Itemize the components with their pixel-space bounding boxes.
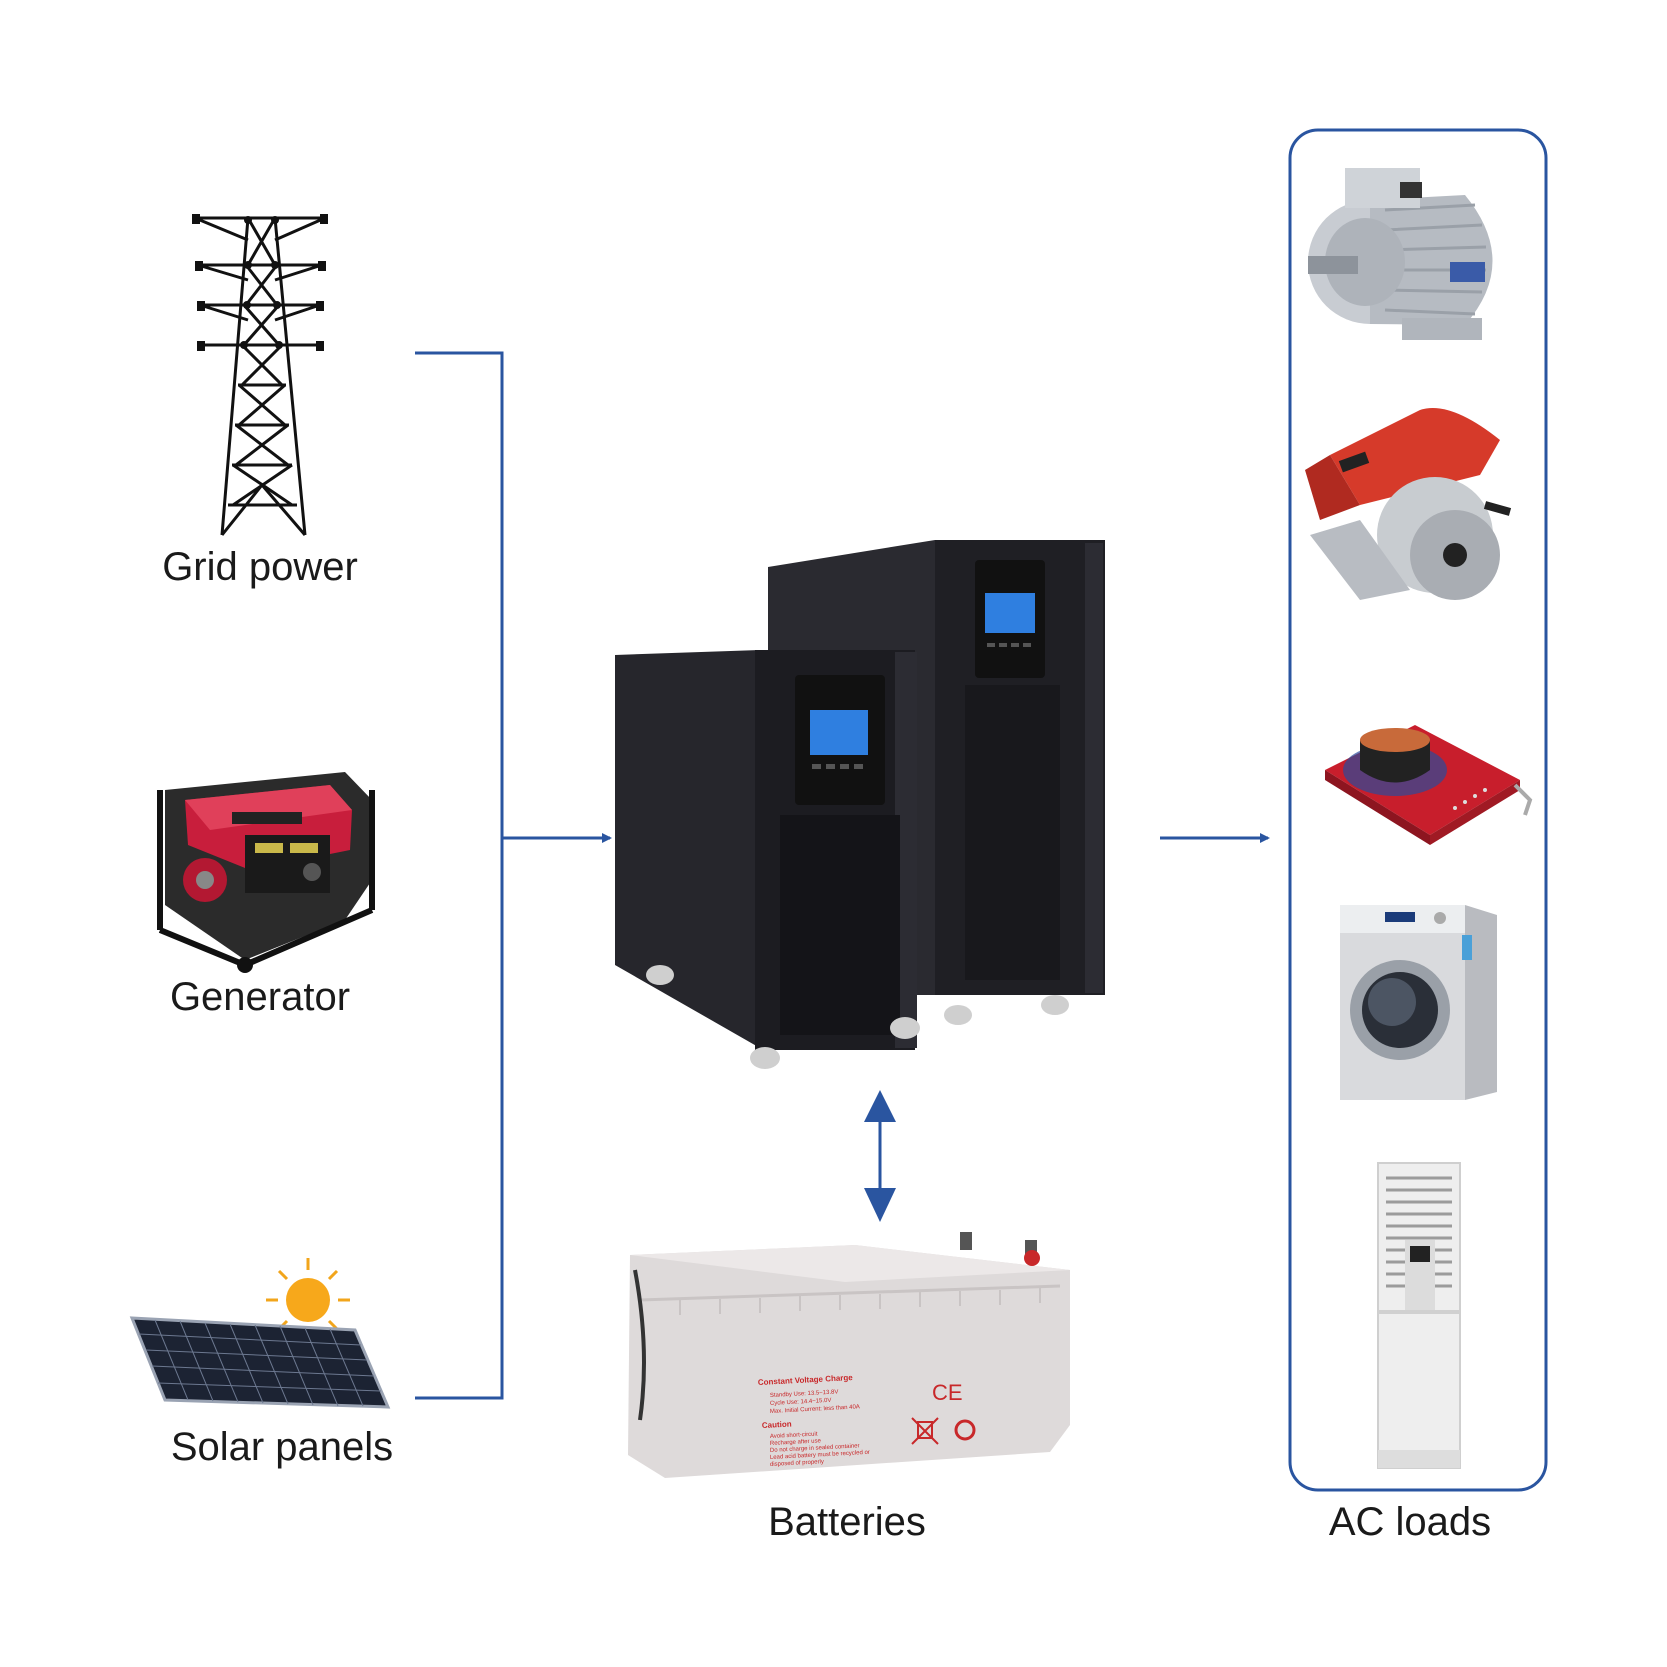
no-trash-icon (911, 1417, 939, 1445)
battery-caution-line: Lead acid battery must be recycled or (770, 1450, 870, 1461)
inverter-unit-front (615, 650, 920, 1069)
battery-caution-line: disposed of properly (770, 1459, 824, 1468)
battery-icon: Constant Voltage Charge Standby Use: 13.… (628, 1232, 1070, 1478)
electric-motor-icon (1308, 168, 1493, 340)
battery-caution-line: Do not charge in sealed container (770, 1443, 860, 1454)
sun-icon (266, 1258, 350, 1342)
battery-caution-heading: Caution (762, 1419, 792, 1430)
ac-loads-label: AC loads (1328, 1500, 1492, 1544)
battery-panel-line: Standby Use: 13.5~13.8V (770, 1389, 839, 1399)
battery-panel-line: Cycle Use: 14.4~15.0V (770, 1398, 832, 1407)
ac-loads-panel (1288, 128, 1548, 1492)
generator-label: Generator (169, 975, 351, 1019)
solar-panel-icon (129, 1316, 391, 1409)
washing-machine-icon (1340, 905, 1497, 1100)
air-conditioner-icon (1377, 1162, 1461, 1469)
solar-panels-label: Solar panels (170, 1425, 394, 1469)
transmission-tower-icon (192, 214, 328, 536)
battery-panel-line: Max. Initial Current: less than 40A (770, 1404, 860, 1415)
generator-icon (157, 772, 375, 973)
battery-bidirectional-arrow (864, 1090, 896, 1222)
batteries-label: Batteries (768, 1500, 926, 1544)
battery-caution-line: Recharge after use (770, 1438, 822, 1447)
marble-cutter-icon (1305, 408, 1512, 600)
recycle-icon (954, 1419, 976, 1441)
ce-mark: CE (932, 1380, 963, 1405)
source-bus-connector (415, 351, 612, 1400)
grid-power-label: Grid power (162, 545, 358, 589)
battery-caution-line: Avoid short-circuit (770, 1431, 818, 1439)
induction-cooker-icon (1325, 725, 1533, 845)
